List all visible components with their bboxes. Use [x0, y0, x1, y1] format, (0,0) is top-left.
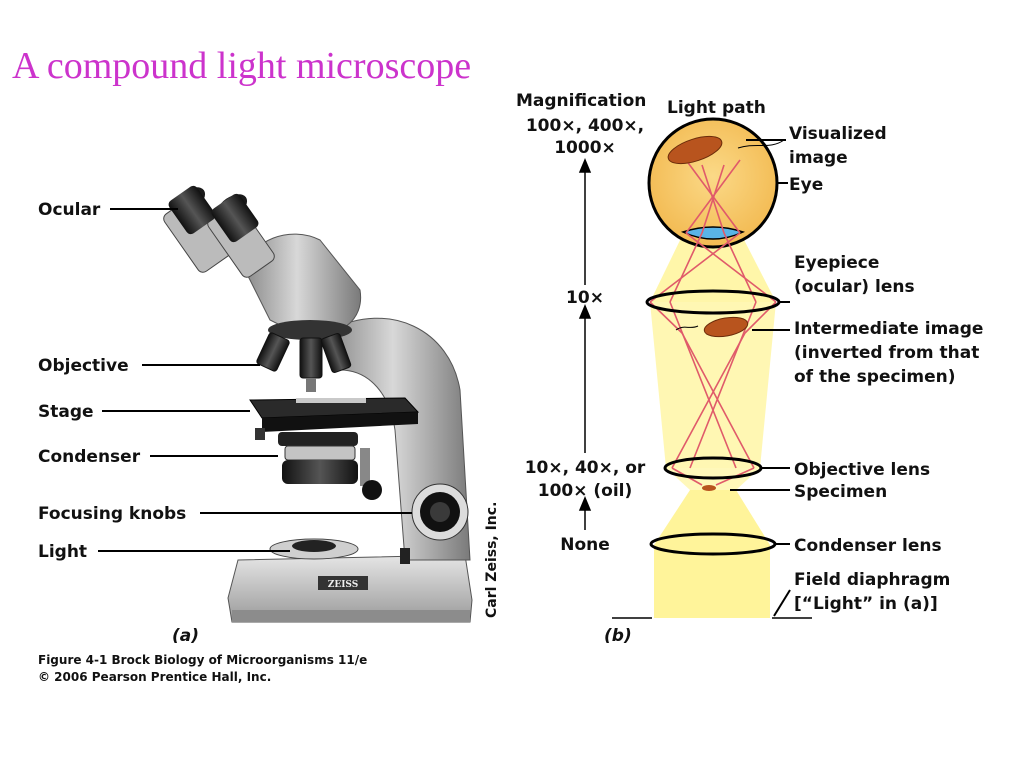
label-focusing-knobs: Focusing knobs	[38, 504, 186, 524]
ocular-tubes	[163, 185, 275, 278]
specimen-icon	[702, 485, 716, 491]
label-eyepiece-1: Eyepiece	[794, 253, 879, 273]
microscope-stage	[249, 397, 420, 440]
mag-top-line-1: 100×, 400×,	[526, 116, 644, 136]
figure-credit-line-2: © 2006 Pearson Prentice Hall, Inc.	[38, 670, 271, 684]
microscope-illustration: ZEISS	[163, 185, 473, 623]
mag-objective-line-2: 100× (oil)	[538, 481, 633, 501]
label-objective: Objective	[38, 356, 129, 376]
light-path-header: Light path	[667, 98, 766, 118]
mag-objective-line-1: 10×, 40×, or	[525, 458, 646, 478]
label-intermediate-1: Intermediate image	[794, 319, 983, 339]
mag-condenser: None	[560, 535, 610, 555]
label-objective-lens: Objective lens	[794, 460, 930, 480]
label-field-diaphragm-2: [“Light” in (a)]	[794, 594, 938, 614]
figure-credit-line-1: Figure 4-1 Brock Biology of Microorganis…	[38, 653, 367, 667]
label-ocular: Ocular	[38, 200, 101, 220]
label-intermediate-3: of the specimen)	[794, 367, 956, 387]
label-visualized-image-2: image	[789, 148, 848, 168]
bacterium-visualized-icon	[667, 135, 785, 165]
mag-top-line-2: 1000×	[554, 138, 616, 158]
photo-credit: Carl Zeiss, Inc.	[484, 502, 500, 618]
slide-title: A compound light microscope	[12, 45, 472, 87]
label-eyepiece-2: (ocular) lens	[794, 277, 915, 297]
label-specimen: Specimen	[794, 482, 887, 502]
panel-a-leaders	[98, 208, 412, 552]
caption-a: (a)	[172, 626, 199, 646]
label-visualized-image-1: Visualized	[789, 124, 887, 144]
label-intermediate-2: (inverted from that	[794, 343, 979, 363]
nosepiece	[268, 320, 352, 340]
label-condenser-lens: Condenser lens	[794, 536, 942, 556]
magnification-header: Magnification	[516, 91, 646, 111]
mag-eyepiece: 10×	[566, 288, 604, 308]
bacterium-intermediate-icon	[675, 316, 749, 338]
magnification-arrows	[578, 158, 592, 530]
caption-b: (b)	[604, 626, 632, 646]
panel-b-leaders	[730, 139, 791, 617]
light-beam	[650, 232, 776, 618]
brand-text: ZEISS	[328, 580, 358, 590]
objective-lenses	[256, 332, 352, 392]
focusing-knobs	[362, 480, 469, 564]
brand-plate	[318, 576, 368, 590]
label-condenser: Condenser	[38, 447, 141, 467]
light-rays	[649, 159, 777, 486]
label-stage: Stage	[38, 402, 94, 422]
label-light: Light	[38, 542, 87, 562]
label-eye: Eye	[789, 175, 823, 195]
label-field-diaphragm-1: Field diaphragm	[794, 570, 950, 590]
microscope-condenser	[278, 432, 370, 486]
